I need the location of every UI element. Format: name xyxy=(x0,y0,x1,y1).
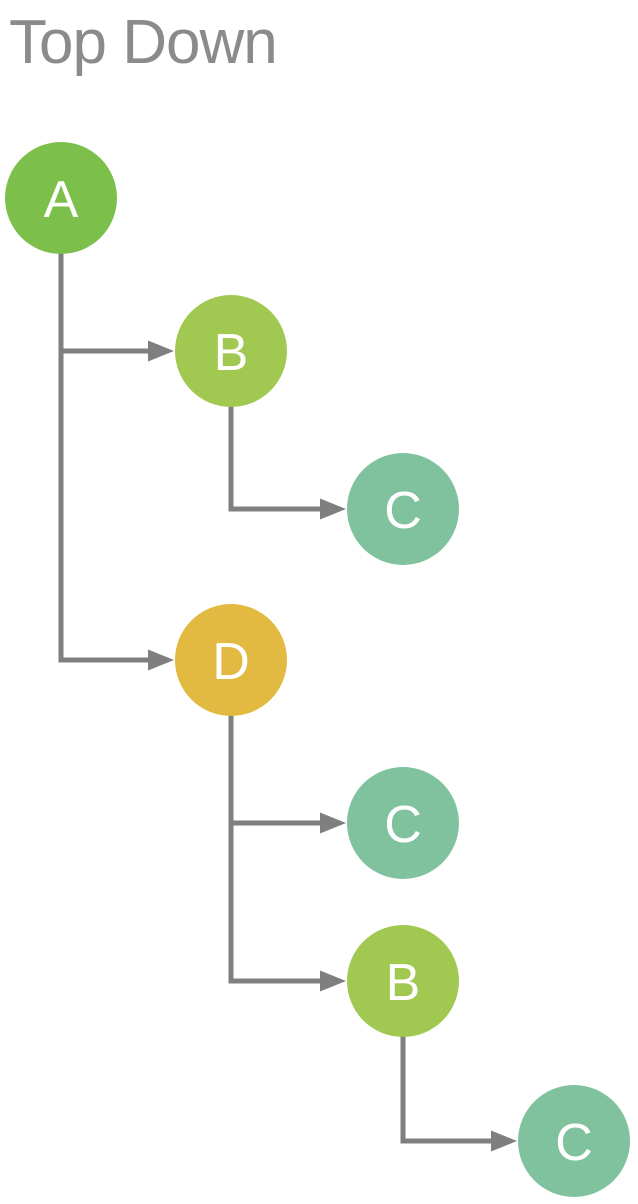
node-D: D xyxy=(175,604,287,716)
node-C: C xyxy=(347,453,459,565)
node-label: D xyxy=(212,633,250,691)
node-label: B xyxy=(386,954,421,1012)
node-label: A xyxy=(44,171,79,229)
node-circle xyxy=(518,1085,630,1197)
edge-line xyxy=(228,405,322,512)
node-circle xyxy=(5,142,117,254)
arrowhead-icon xyxy=(148,649,174,671)
arrowhead-icon xyxy=(320,970,346,992)
node-circle xyxy=(347,453,459,565)
page-title: Top Down xyxy=(9,8,278,77)
edge-D-C xyxy=(228,714,346,834)
node-circle xyxy=(347,767,459,879)
node-circle xyxy=(175,604,287,716)
arrowhead-icon xyxy=(148,340,174,362)
node-circle xyxy=(175,295,287,407)
edge-A-D xyxy=(58,252,174,671)
node-C: C xyxy=(347,767,459,879)
node-label: C xyxy=(555,1114,593,1172)
node-C: C xyxy=(518,1085,630,1197)
edge-A-B xyxy=(58,252,174,362)
edge-line xyxy=(58,252,150,663)
arrowhead-icon xyxy=(320,812,346,834)
node-circle xyxy=(347,925,459,1037)
node-label: C xyxy=(384,796,422,854)
edge-D-B xyxy=(228,714,346,992)
edge-B-C xyxy=(400,1035,517,1152)
edge-line xyxy=(228,714,322,984)
node-B: B xyxy=(175,295,287,407)
arrowhead-icon xyxy=(491,1130,517,1152)
node-label: B xyxy=(214,324,249,382)
edge-line xyxy=(400,1035,493,1144)
edge-line xyxy=(228,714,322,826)
edge-line xyxy=(58,252,150,354)
node-label: C xyxy=(384,482,422,540)
node-B: B xyxy=(347,925,459,1037)
node-A: A xyxy=(5,142,117,254)
arrowhead-icon xyxy=(320,498,346,520)
edge-B-C xyxy=(228,405,346,520)
